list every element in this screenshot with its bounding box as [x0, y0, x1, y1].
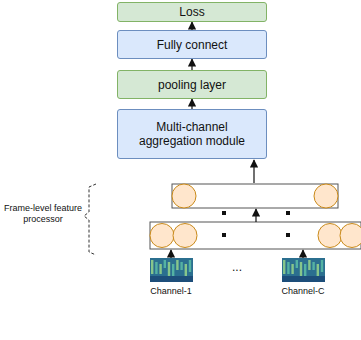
- bracket-label: Frame-level feature processor: [2, 203, 84, 225]
- flow-arrows: [171, 160, 303, 258]
- pooling-box: pooling layer: [117, 70, 267, 99]
- node-text: Loss: [173, 5, 210, 19]
- spectrogram: [150, 258, 193, 282]
- neuron-circles: [172, 184, 338, 208]
- loss-box: Loss: [117, 2, 267, 22]
- node-text: pooling layer: [152, 78, 232, 92]
- process-box: Multi-channel aggregation module: [117, 109, 267, 159]
- node-text: Multi-channel aggregation module: [118, 120, 266, 148]
- spectrogram: [282, 258, 325, 282]
- flow-arrow: [191, 99, 192, 109]
- feature-band: [150, 222, 361, 249]
- flow-arrow: [191, 59, 192, 70]
- process-box: Fully connect: [117, 30, 267, 59]
- flow-arrow: [191, 22, 192, 30]
- node-text: Fully connect: [151, 38, 234, 52]
- ellipsis-label: ...: [222, 260, 252, 274]
- channel-label: Channel-C: [268, 286, 338, 297]
- dashed-bracket: [84, 184, 96, 255]
- channel-label: Channel-1: [136, 286, 206, 297]
- neuron-circles: [150, 224, 361, 248]
- spectrogram-images: [150, 258, 325, 282]
- feature-band: [172, 184, 338, 208]
